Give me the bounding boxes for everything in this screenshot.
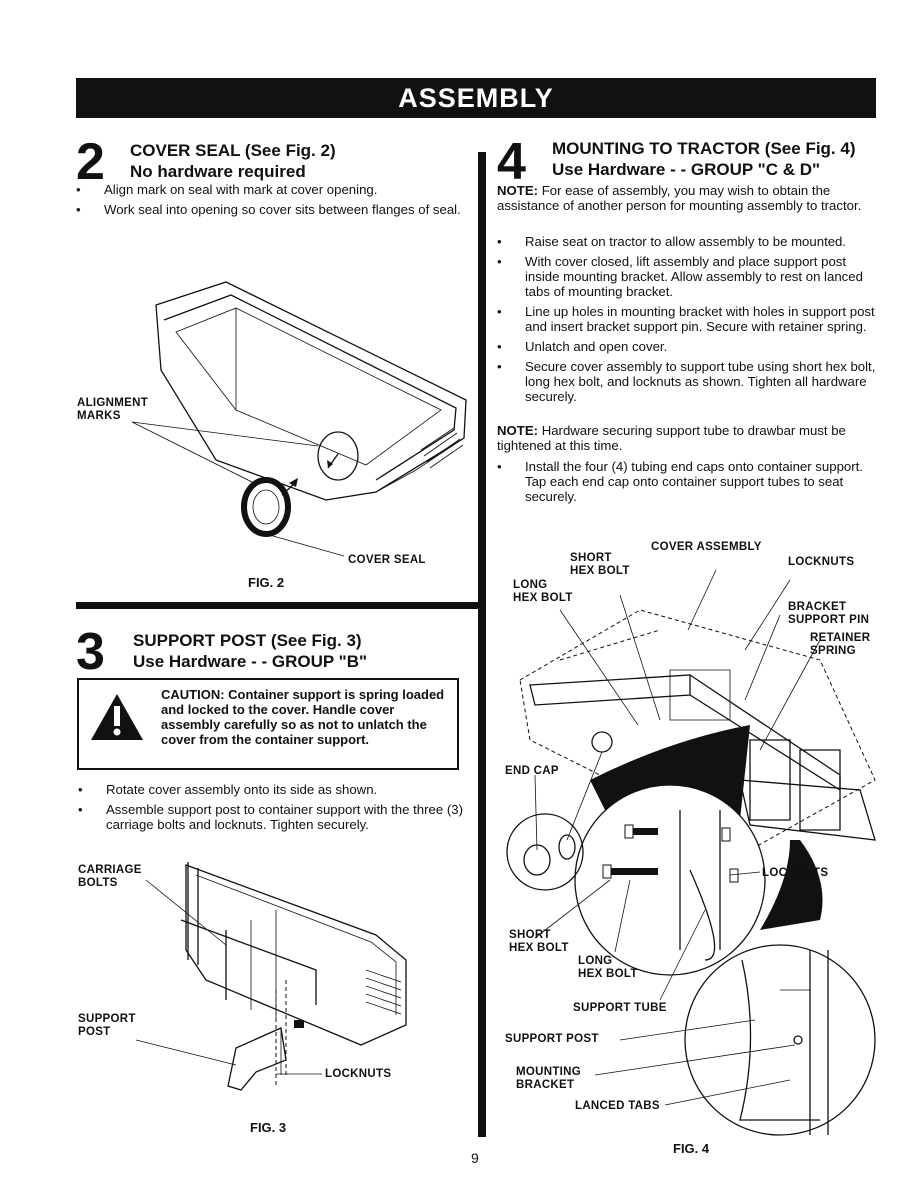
step-3-number: 3 <box>76 623 105 681</box>
fig-4-label-long-hex-bolt: LONG HEX BOLT <box>578 955 638 980</box>
fig-4-label-locknuts-top: LOCKNUTS <box>788 556 855 568</box>
step-4-subtitle: Use Hardware - - GROUP "C & D" <box>552 160 821 179</box>
step-4-note-2: NOTE: Hardware securing support tube to … <box>497 423 877 453</box>
fig-4-label-support-post: SUPPORT POST <box>505 1033 599 1045</box>
fig-4-label-end-cap: END CAP <box>505 765 559 777</box>
caution-box: CAUTION: Container support is spring loa… <box>77 678 459 770</box>
fig-4-label-bracket-support-pin: BRACKET SUPPORT PIN <box>788 601 870 626</box>
step-4-title: MOUNTING TO TRACTOR (See Fig. 4) <box>552 139 856 158</box>
fig-4-label-short-hex-bolt-top: SHORT HEX BOLT <box>570 552 630 577</box>
step-4-bullet: Install the four (4) tubing end caps ont… <box>497 459 877 504</box>
step-4-bullet: With cover closed, lift assembly and pla… <box>497 254 877 299</box>
fig-4-label-locknuts-mid: LOCKNUTS <box>762 867 829 879</box>
note-text: Hardware securing support tube to drawba… <box>497 423 846 453</box>
step-2-title: COVER SEAL (See Fig. 2) <box>130 141 336 160</box>
fig-3-label-support-post: SUPPORT POST <box>78 1013 136 1038</box>
fig-4-label-support-tube: SUPPORT TUBE <box>573 1002 667 1014</box>
step-2-subtitle: No hardware required <box>130 162 306 181</box>
step-2-instructions: Align mark on seal with mark at cover op… <box>76 182 461 222</box>
section-banner: ASSEMBLY <box>76 78 876 118</box>
fig-3-illustration <box>135 862 407 1091</box>
fig-2-label-alignment-marks: ALIGNMENT MARKS <box>77 397 149 422</box>
step-3-bullet: Rotate cover assembly onto its side as s… <box>78 782 463 797</box>
step-3-title: SUPPORT POST (See Fig. 3) <box>133 631 362 650</box>
fig-2-label-cover-seal: COVER SEAL <box>348 554 426 566</box>
fig-4-illustration <box>506 569 876 1136</box>
fig-4-caption: FIG. 4 <box>673 1141 710 1156</box>
step-4-bullet: Unlatch and open cover. <box>497 339 877 354</box>
step-4-bullet: Secure cover assembly to support tube us… <box>497 359 877 404</box>
section-divider <box>76 602 479 609</box>
fig-3-label-locknuts: LOCKNUTS <box>325 1068 392 1080</box>
note-text: For ease of assembly, you may wish to ob… <box>497 183 862 213</box>
caution-text: CAUTION: Container support is spring loa… <box>161 687 445 747</box>
fig-2-caption: FIG. 2 <box>248 575 285 590</box>
step-4-note-1: NOTE: For ease of assembly, you may wish… <box>497 183 877 213</box>
step-3-subtitle: Use Hardware - - GROUP "B" <box>133 652 368 671</box>
step-4-bullet: Line up holes in mounting bracket with h… <box>497 304 877 334</box>
fig-3-caption: FIG. 3 <box>250 1120 287 1135</box>
step-2-bullet: Align mark on seal with mark at cover op… <box>76 182 461 197</box>
step-4-bullet: Raise seat on tractor to allow assembly … <box>497 234 877 249</box>
step-3-instructions: Rotate cover assembly onto its side as s… <box>78 782 463 837</box>
column-divider <box>478 152 486 1137</box>
step-2-bullet: Work seal into opening so cover sits bet… <box>76 202 461 217</box>
note-label: NOTE: <box>497 183 539 198</box>
fig-4-label-short-hex-bolt: SHORT HEX BOLT <box>509 929 569 954</box>
fig-3-label-carriage-bolts: CARRIAGE BOLTS <box>78 864 142 889</box>
step-4-number: 4 <box>497 133 526 191</box>
warning-icon <box>91 694 143 740</box>
step-4-instructions: Raise seat on tractor to allow assembly … <box>497 234 877 409</box>
step-4-instructions-2: Install the four (4) tubing end caps ont… <box>497 459 877 509</box>
fig-4-label-lanced-tabs: LANCED TABS <box>575 1100 660 1112</box>
step-2-number: 2 <box>76 133 105 191</box>
step-3-bullet: Assemble support post to container suppo… <box>78 802 463 832</box>
fig-4-label-retainer-spring: RETAINER SPRING <box>810 632 871 657</box>
page-number: 9 <box>471 1150 479 1166</box>
fig-4-label-mounting-bracket: MOUNTING BRACKET <box>516 1066 582 1091</box>
fig-2-illustration <box>131 281 467 557</box>
fig-4-label-long-hex-bolt-top: LONG HEX BOLT <box>513 579 573 604</box>
note-label: NOTE: <box>497 423 539 438</box>
fig-4-label-cover-assembly: COVER ASSEMBLY <box>651 541 762 553</box>
